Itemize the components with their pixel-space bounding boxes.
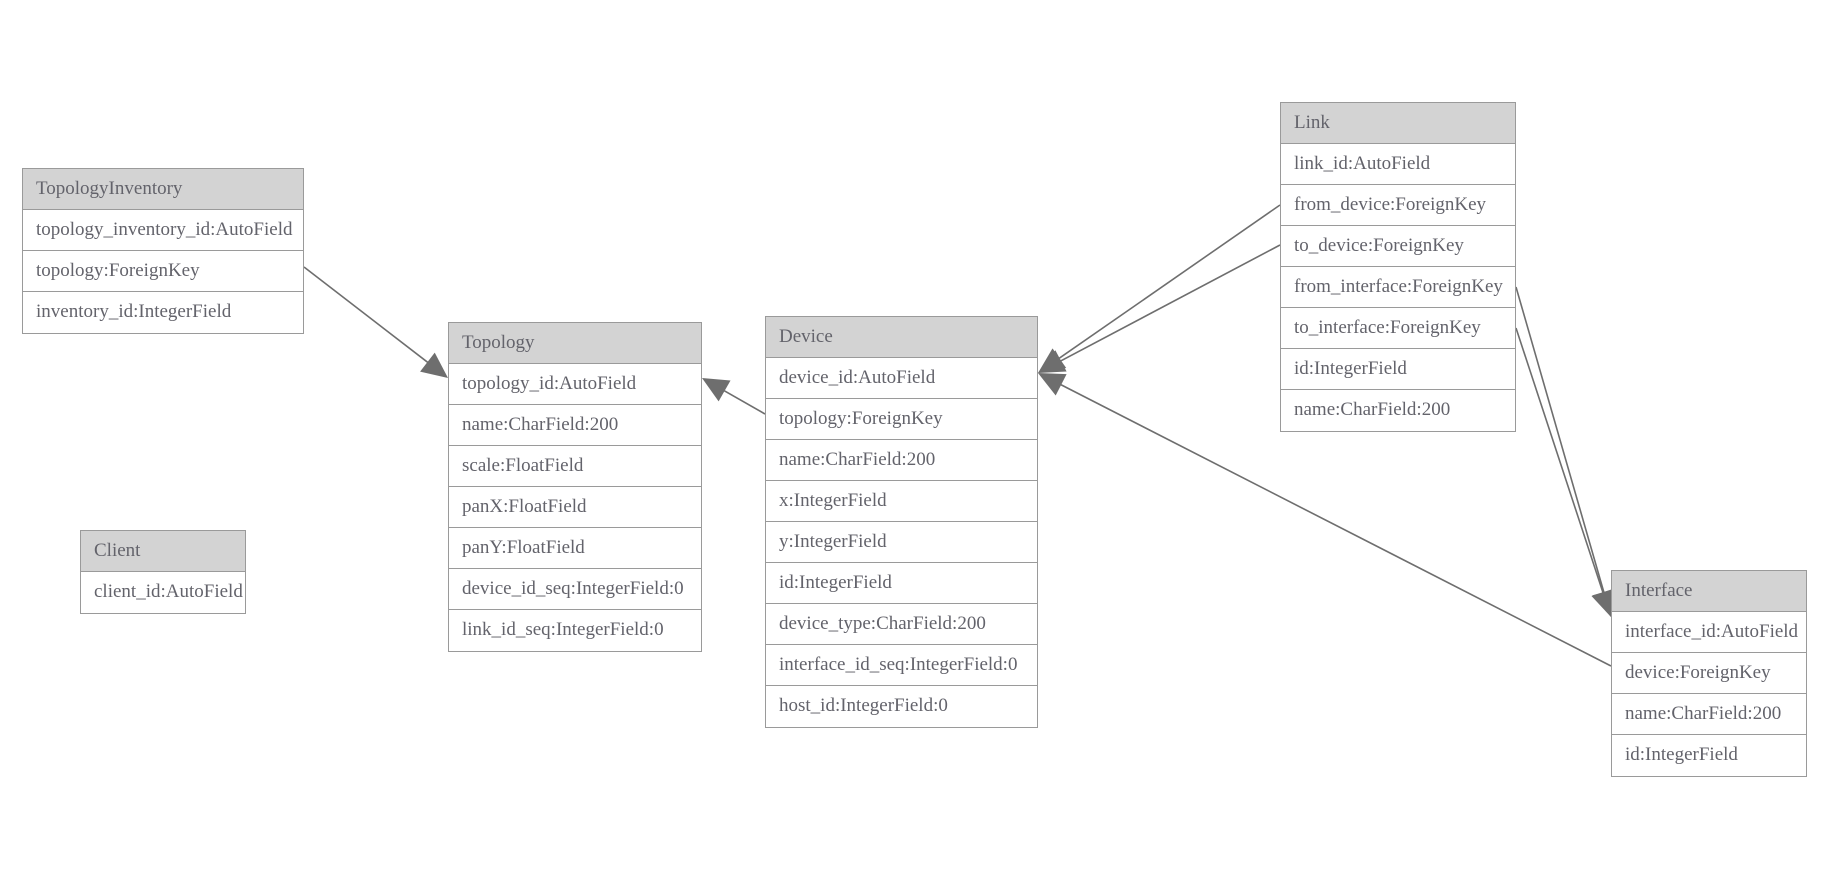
entity-field: panX:FloatField — [449, 487, 701, 528]
relationship-line — [1515, 286, 1606, 597]
relationship-link-to-interface — [1515, 327, 1615, 617]
entity-title-topology: Topology — [449, 323, 701, 364]
entity-field: from_interface:ForeignKey — [1281, 267, 1515, 308]
relationship-arrowhead-icon — [1038, 348, 1067, 373]
relationship-line — [1515, 327, 1605, 597]
entity-field: to_interface:ForeignKey — [1281, 308, 1515, 349]
entity-field: inventory_id:IntegerField — [23, 292, 303, 333]
entity-field: panY:FloatField — [449, 528, 701, 569]
entity-field: host_id:IntegerField:0 — [766, 686, 1037, 727]
entity-field: client_id:AutoField — [81, 572, 245, 613]
entity-title-interface: Interface — [1612, 571, 1806, 612]
entity-field: device_id:AutoField — [766, 358, 1037, 399]
entity-field: link_id_seq:IntegerField:0 — [449, 610, 701, 651]
entity-title-topologyinventory: TopologyInventory — [23, 169, 303, 210]
relationship-arrowhead-icon — [420, 352, 448, 378]
relationship-link-from-interface — [1515, 286, 1616, 617]
entity-field: scale:FloatField — [449, 446, 701, 487]
entity-field: device_id_seq:IntegerField:0 — [449, 569, 701, 610]
relationship-line — [1055, 204, 1281, 362]
entity-field: x:IntegerField — [766, 481, 1037, 522]
entity-field: id:IntegerField — [766, 563, 1037, 604]
entity-field: name:CharField:200 — [1281, 390, 1515, 431]
entity-field: name:CharField:200 — [449, 405, 701, 446]
entity-field: interface_id_seq:IntegerField:0 — [766, 645, 1037, 686]
relationship-arrowhead-icon — [1038, 350, 1067, 373]
relationship-topologyinventory-topology — [303, 266, 448, 378]
entity-field: device:ForeignKey — [1612, 653, 1806, 694]
entity-field: interface_id:AutoField — [1612, 612, 1806, 653]
relationship-link-from-device — [1038, 204, 1281, 373]
entity-field: device_type:CharField:200 — [766, 604, 1037, 645]
relationship-device-topology — [702, 378, 766, 415]
relationship-line — [303, 266, 432, 366]
entity-field: link_id:AutoField — [1281, 144, 1515, 185]
entity-field: topology_inventory_id:AutoField — [23, 210, 303, 251]
entity-field: name:CharField:200 — [766, 440, 1037, 481]
entity-title-device: Device — [766, 317, 1037, 358]
entity-field: to_device:ForeignKey — [1281, 226, 1515, 267]
entity-field: from_device:ForeignKey — [1281, 185, 1515, 226]
entity-field: id:IntegerField — [1612, 735, 1806, 776]
entity-field: topology_id:AutoField — [449, 364, 701, 405]
relationship-line — [1057, 244, 1281, 364]
relationship-arrowhead-icon — [1038, 373, 1067, 396]
entity-title-client: Client — [81, 531, 245, 572]
entity-title-link: Link — [1281, 103, 1515, 144]
relationship-link-to-device — [1038, 244, 1281, 373]
entity-field: name:CharField:200 — [1612, 694, 1806, 735]
entity-field: id:IntegerField — [1281, 349, 1515, 390]
entity-field: topology:ForeignKey — [23, 251, 303, 292]
relationship-line — [720, 388, 766, 415]
entity-field: y:IntegerField — [766, 522, 1037, 563]
relationship-arrowhead-icon — [702, 378, 731, 402]
entity-field: topology:ForeignKey — [766, 399, 1037, 440]
